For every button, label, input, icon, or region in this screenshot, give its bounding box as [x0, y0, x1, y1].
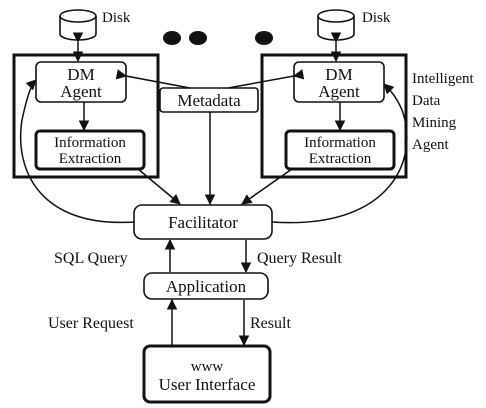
ellipsis-dots [163, 31, 273, 45]
svg-text:Mining: Mining [412, 115, 457, 131]
edge-label-user-request: User Request [48, 315, 134, 332]
svg-text:Extraction: Extraction [309, 151, 372, 167]
dm-agent-left: DM Agent [35, 61, 127, 103]
svg-text:User Interface: User Interface [159, 375, 256, 394]
metadata-box: Metadata [159, 87, 259, 113]
info-extraction-right: Information Extraction [284, 129, 396, 171]
svg-text:Facilitator: Facilitator [168, 213, 238, 232]
edge-label-query-result: Query Result [257, 250, 342, 267]
edge-label-sql-query: SQL Query [54, 250, 128, 267]
svg-text:Agent: Agent [60, 82, 102, 101]
info-extraction-left: Information Extraction [34, 129, 146, 171]
agent-group-left [12, 53, 160, 179]
connectors [19, 32, 408, 347]
svg-text:Data: Data [412, 93, 441, 109]
svg-text:Intelligent: Intelligent [412, 71, 474, 87]
svg-text:Application: Application [166, 277, 247, 296]
svg-text:Agent: Agent [318, 82, 360, 101]
svg-text:www: www [191, 359, 224, 375]
svg-text:Extraction: Extraction [59, 151, 122, 167]
svg-text:DM: DM [67, 65, 94, 84]
svg-text:Information: Information [54, 135, 126, 151]
disk-left-label: Disk [102, 10, 131, 26]
dm-agent-right: DM Agent [293, 61, 385, 103]
intelligent-agent-label: Intelligent Data Mining Agent [412, 71, 474, 153]
disk-right: Disk [317, 9, 391, 41]
facilitator-box: Facilitator [133, 204, 273, 240]
application-box: Application [143, 272, 269, 300]
svg-text:Agent: Agent [412, 137, 449, 153]
svg-text:DM: DM [325, 65, 352, 84]
svg-text:Information: Information [304, 135, 376, 151]
disk-left: Disk [59, 9, 131, 41]
disk-right-label: Disk [362, 10, 391, 26]
edge-label-result: Result [250, 315, 291, 332]
svg-text:Metadata: Metadata [177, 91, 241, 110]
www-ui-box: www User Interface [142, 344, 272, 404]
